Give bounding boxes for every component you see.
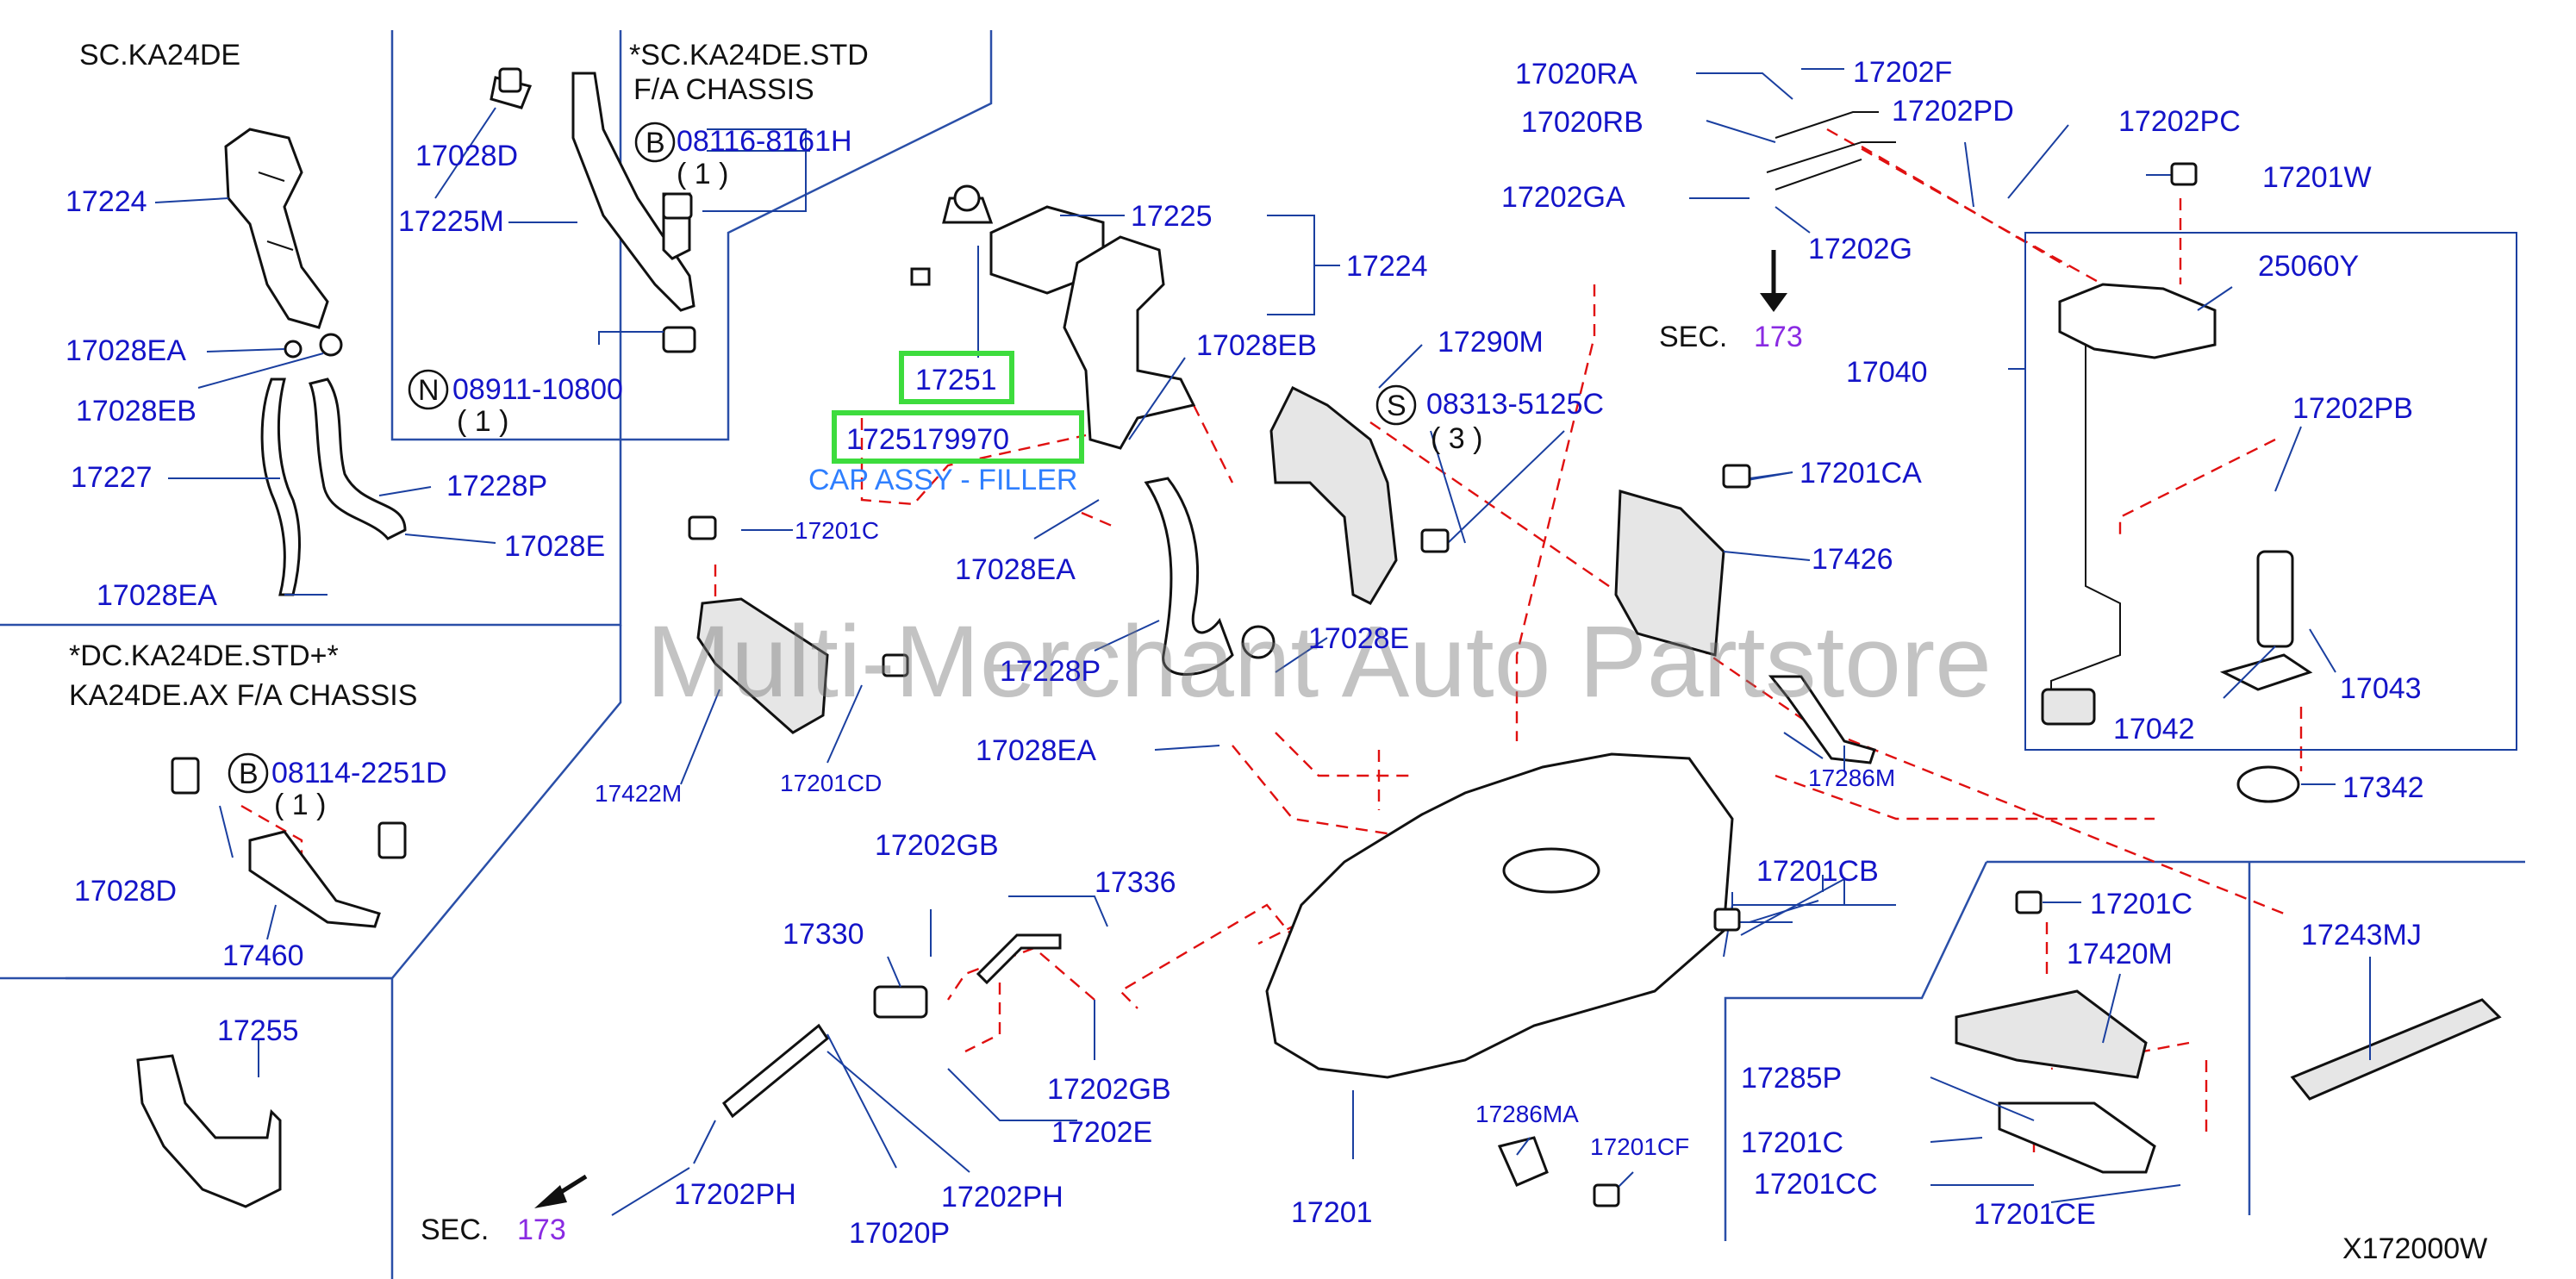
highlight-caption: CAP ASSY - FILLER (808, 464, 1077, 496)
part-17201C-b[interactable]: 17201C (2090, 888, 2192, 920)
sec-arrows (534, 250, 1787, 1208)
part-17201CB[interactable]: 17201CB (1756, 855, 1879, 888)
sec-number-top[interactable]: 173 (1754, 321, 1803, 353)
highlight-part-a[interactable]: 17251 (915, 364, 997, 396)
part-17225[interactable]: 17225 (1131, 200, 1213, 233)
sec-references: SEC. 173 SEC. 173 (421, 321, 1803, 1246)
part-17201W[interactable]: 17201W (2262, 161, 2372, 194)
section-std-chassis-line1: *SC.KA24DE.STD (629, 39, 869, 72)
part-17227[interactable]: 17227 (71, 461, 153, 494)
bolt-s1-qty: ( 3 ) (1431, 422, 1482, 455)
part-17028EA-a[interactable]: 17028EA (65, 334, 186, 367)
part-17040[interactable]: 17040 (1846, 356, 1928, 389)
part-17201CE[interactable]: 17201CE (1974, 1198, 2096, 1231)
part-17286M[interactable]: 17286M (1808, 764, 1895, 791)
part-17201CF[interactable]: 17201CF (1590, 1133, 1689, 1160)
part-17028E-left[interactable]: 17028E (504, 530, 605, 563)
part-17201C-a[interactable]: 17201C (795, 517, 879, 544)
part-17342[interactable]: 17342 (2342, 771, 2424, 804)
part-17202PH-b[interactable]: 17202PH (941, 1181, 1063, 1213)
part-17043[interactable]: 17043 (2340, 672, 2422, 705)
part-17202GB-a[interactable]: 17202GB (875, 829, 999, 862)
part-17202E[interactable]: 17202E (1051, 1116, 1152, 1149)
part-17028E-mid[interactable]: 17028E (1308, 622, 1409, 655)
part-17028EA-c[interactable]: 17028EA (955, 553, 1076, 586)
part-17224-mid[interactable]: 17224 (1346, 250, 1428, 283)
part-25060Y[interactable]: 25060Y (2258, 250, 2359, 283)
part-17224-left[interactable]: 17224 (65, 185, 147, 218)
part-17201CA[interactable]: 17201CA (1799, 457, 1922, 490)
highlight-part-b[interactable]: 1725179970 (846, 423, 1009, 456)
bolt-s1-number: 08313-5125C (1426, 388, 1604, 421)
highlighted-part: 17251 1725179970 CAP ASSY - FILLER (808, 364, 1077, 496)
part-17020RB[interactable]: 17020RB (1521, 106, 1644, 139)
bolt-glyphs (171, 67, 2198, 1207)
part-17028D-bottom[interactable]: 17028D (74, 875, 177, 908)
section-main-model: SC.KA24DE (79, 39, 240, 72)
part-17420M[interactable]: 17420M (2067, 938, 2173, 970)
bolt-letter-circles (228, 122, 1417, 794)
part-17201CC[interactable]: 17201CC (1754, 1168, 1878, 1201)
sec-label-bottom: SEC. (421, 1213, 489, 1246)
part-17286MA[interactable]: 17286MA (1475, 1101, 1579, 1127)
part-17028EA-d[interactable]: 17028EA (976, 734, 1096, 767)
part-17336[interactable]: 17336 (1095, 866, 1176, 899)
watermark: Multi-Merchant Auto Partstore (646, 605, 1992, 719)
part-17020RA[interactable]: 17020RA (1515, 58, 1637, 90)
sec-number-bottom[interactable]: 173 (517, 1213, 566, 1246)
part-17228P-left[interactable]: 17228P (446, 470, 547, 502)
bolt-b1-qty: ( 1 ) (677, 158, 728, 190)
bolt-n1-letter: N (418, 374, 440, 407)
sec-label-top: SEC. (1659, 321, 1727, 353)
bolt-n1-number: 08911-10800 (452, 373, 623, 406)
bolt-b2-qty: ( 1 ) (274, 789, 326, 821)
part-17202PH-a[interactable]: 17202PH (674, 1178, 796, 1211)
part-17225M[interactable]: 17225M (398, 205, 504, 238)
part-17330[interactable]: 17330 (783, 918, 864, 951)
highlight-box-part-a (899, 351, 1014, 404)
part-17426[interactable]: 17426 (1812, 543, 1893, 576)
part-17042[interactable]: 17042 (2113, 713, 2195, 746)
part-17243MJ[interactable]: 17243MJ (2301, 919, 2422, 951)
bolt-b2-letter: B (239, 758, 259, 790)
part-17422M[interactable]: 17422M (595, 780, 682, 807)
part-17202PB[interactable]: 17202PB (2292, 392, 2413, 425)
part-shapes (136, 72, 2502, 1208)
section-headings: SC.KA24DE *SC.KA24DE.STD F/A CHASSIS *DC… (69, 39, 869, 712)
diagram-code: X172000W (2342, 1232, 2487, 1265)
part-callouts: 17224 17028D 17225M 17028EA 17028EB 1722… (65, 56, 2424, 1250)
note-marker-icon (910, 267, 931, 286)
part-17460[interactable]: 17460 (222, 939, 304, 972)
section-dc-line1: *DC.KA24DE.STD+* (69, 640, 339, 672)
part-17255[interactable]: 17255 (217, 1014, 299, 1047)
part-17028EB-mid[interactable]: 17028EB (1196, 329, 1317, 362)
part-17020P[interactable]: 17020P (849, 1217, 950, 1250)
bolt-b2-number: 08114-2251D (271, 757, 447, 789)
part-17290M[interactable]: 17290M (1438, 326, 1544, 359)
part-17028D-top[interactable]: 17028D (415, 140, 518, 172)
part-17285P[interactable]: 17285P (1741, 1062, 1842, 1095)
highlight-box-part-b (832, 410, 1084, 464)
part-17202GA[interactable]: 17202GA (1501, 181, 1625, 214)
part-17202F[interactable]: 17202F (1853, 56, 1952, 89)
part-17202PC[interactable]: 17202PC (2118, 105, 2241, 138)
bolt-b1-letter: B (646, 127, 665, 159)
part-17201CD[interactable]: 17201CD (780, 770, 882, 796)
part-17201C-c[interactable]: 17201C (1741, 1126, 1843, 1159)
part-17028EB-left[interactable]: 17028EB (76, 395, 196, 427)
section-std-chassis-line2: F/A CHASSIS (633, 73, 814, 106)
part-17202GB-b[interactable]: 17202GB (1047, 1073, 1171, 1106)
part-17228P-mid[interactable]: 17228P (1000, 655, 1101, 688)
section-dc-line2: KA24DE.AX F/A CHASSIS (69, 679, 417, 712)
bolt-b1-number: 08116-8161H (677, 125, 852, 158)
part-17201[interactable]: 17201 (1291, 1196, 1373, 1229)
part-17202PD[interactable]: 17202PD (1892, 95, 2014, 128)
bolt-s1-letter: S (1387, 390, 1407, 422)
part-17202G[interactable]: 17202G (1808, 233, 1912, 265)
part-17028EA-b[interactable]: 17028EA (97, 579, 217, 612)
bolt-n1-qty: ( 1 ) (457, 405, 508, 438)
bolt-specs: B 08116-8161H ( 1 ) N 08911-10800 ( 1 ) … (239, 125, 1604, 821)
